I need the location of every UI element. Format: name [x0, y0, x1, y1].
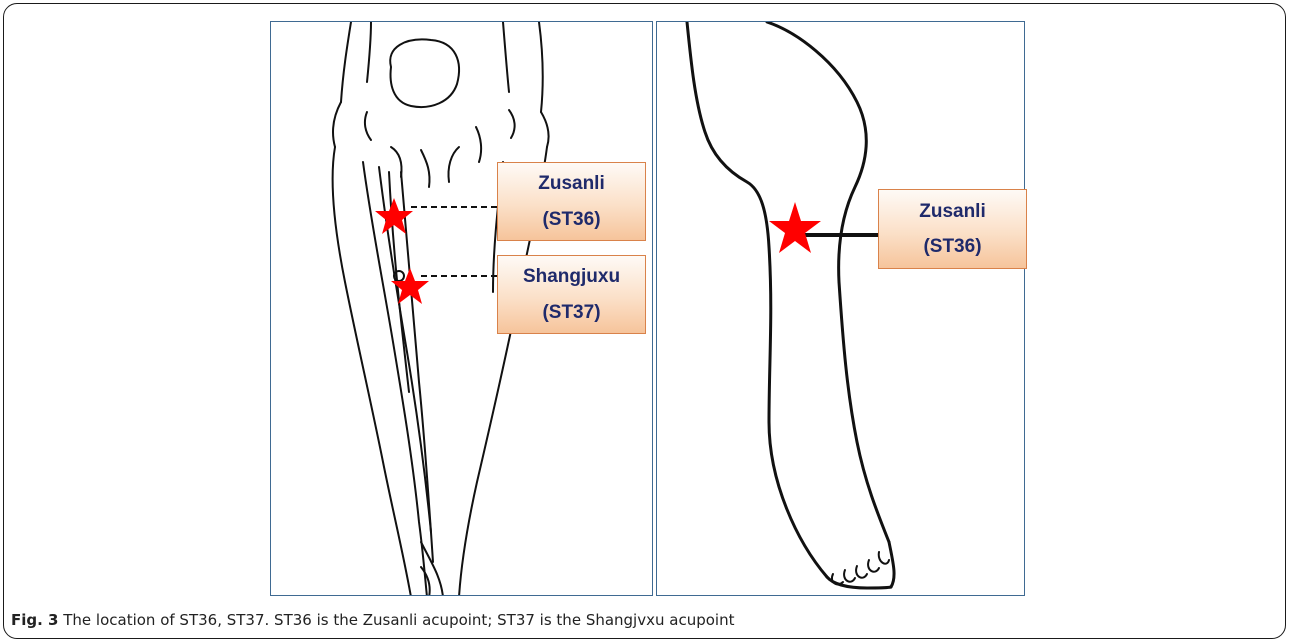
label-zusanli-right-code: (ST36): [923, 229, 981, 264]
label-zusanli-left: Zusanli (ST36): [497, 162, 646, 241]
label-shangjuxu-name: Shangjuxu: [523, 259, 620, 294]
right-panel-side-view: [656, 21, 1025, 596]
side-leg-drawing: [657, 22, 1025, 596]
caption-text: The location of ST36, ST37. ST36 is the …: [58, 611, 734, 629]
st36-side-star-marker: [769, 202, 821, 253]
figure-label: Fig. 3: [11, 611, 58, 629]
label-zusanli-left-name: Zusanli: [538, 166, 605, 201]
label-zusanli-right-name: Zusanli: [919, 194, 986, 229]
st36-star-marker: [375, 198, 413, 234]
label-zusanli-right: Zusanli (ST36): [878, 189, 1027, 269]
label-zusanli-left-code: (ST36): [542, 202, 600, 237]
label-shangjuxu-code: (ST37): [542, 295, 600, 330]
figure-caption: Fig. 3 The location of ST36, ST37. ST36 …: [11, 611, 734, 629]
label-shangjuxu-left: Shangjuxu (ST37): [497, 255, 646, 334]
